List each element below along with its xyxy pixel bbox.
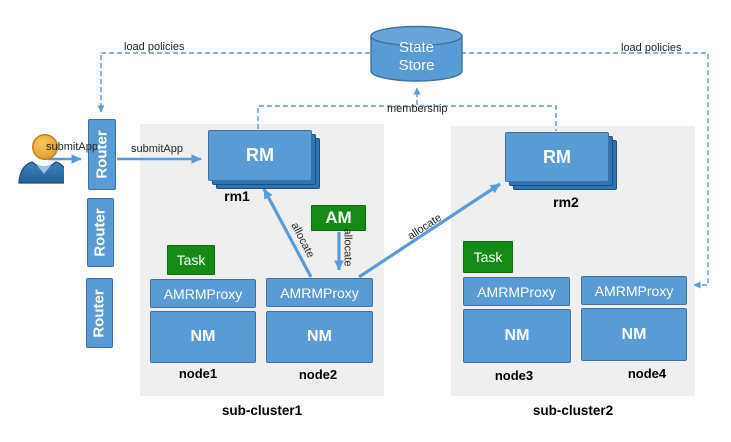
rm2-box-label: RM <box>543 146 571 167</box>
am-box-label: AM <box>325 208 352 227</box>
edge-membership <box>257 105 557 131</box>
node3-task-box: Task <box>463 241 513 273</box>
node2-amrmproxy-label: AMRMProxy <box>280 284 359 301</box>
sub-cluster2-caption: sub-cluster2 <box>532 403 614 418</box>
node3-nm-label: NM <box>504 327 530 344</box>
arrow-allocate-proxy2-to-rm1 <box>262 188 313 278</box>
state-store-cylinder: State Store <box>370 25 463 83</box>
router-2: Router <box>87 198 114 267</box>
node1-nm-label: NM <box>190 328 216 345</box>
load-policies-right-label: load policies <box>621 42 682 54</box>
am-box: AM <box>311 205 366 231</box>
submitapp-router-label: submitApp <box>131 143 183 155</box>
submitapp-user-label: submitApp <box>46 141 98 153</box>
node1-nm-box: NM <box>150 311 256 363</box>
allocate-mid-label: allocate <box>341 228 354 267</box>
edge-load-policies-to-node4-proxy <box>101 52 709 289</box>
membership-label: membership <box>387 103 448 115</box>
rm1-box: RM <box>208 130 312 181</box>
rm1-name: rm1 <box>224 188 250 204</box>
rm2-box: RM <box>505 132 609 182</box>
node1-task-box: Task <box>167 245 215 275</box>
sub-cluster1-caption: sub-cluster1 <box>221 403 303 418</box>
node4-nm-label: NM <box>621 325 647 343</box>
node4-name: node4 <box>627 366 667 381</box>
node4-nm-box: NM <box>581 308 687 361</box>
node1-task-label: Task <box>176 252 206 268</box>
node1-amrmproxy-box: AMRMProxy <box>150 279 256 308</box>
router-3: Router <box>86 278 113 348</box>
router-2-label: Router <box>92 208 109 257</box>
state-store-label-line1: State <box>398 39 435 56</box>
node4-amrmproxy-label: AMRMProxy <box>594 282 674 299</box>
rm2-name: rm2 <box>553 194 579 210</box>
node3-nm-box: NM <box>463 309 571 363</box>
node2-name: node2 <box>298 367 338 382</box>
node3-name: node3 <box>494 368 534 383</box>
state-store-label-line2: Store <box>398 57 435 74</box>
node4-amrmproxy-box: AMRMProxy <box>581 276 687 305</box>
router-3-label: Router <box>91 288 108 338</box>
node2-amrmproxy-box: AMRMProxy <box>266 278 373 307</box>
rm1-box-label: RM <box>246 145 274 165</box>
user-person-icon <box>16 131 64 185</box>
node1-amrmproxy-label: AMRMProxy <box>163 285 243 302</box>
load-policies-left-label: load policies <box>124 41 185 53</box>
node1-name: node1 <box>178 366 218 381</box>
node2-nm-label: NM <box>307 328 332 345</box>
node2-nm-box: NM <box>266 311 373 363</box>
router-1: Router <box>88 119 116 190</box>
node3-amrmproxy-label: AMRMProxy <box>477 283 556 300</box>
node3-amrmproxy-box: AMRMProxy <box>463 277 570 306</box>
arrow-allocate-proxy2-to-rm2 <box>358 182 501 279</box>
router-1-label: Router <box>93 130 111 179</box>
node3-task-label: Task <box>473 249 503 265</box>
